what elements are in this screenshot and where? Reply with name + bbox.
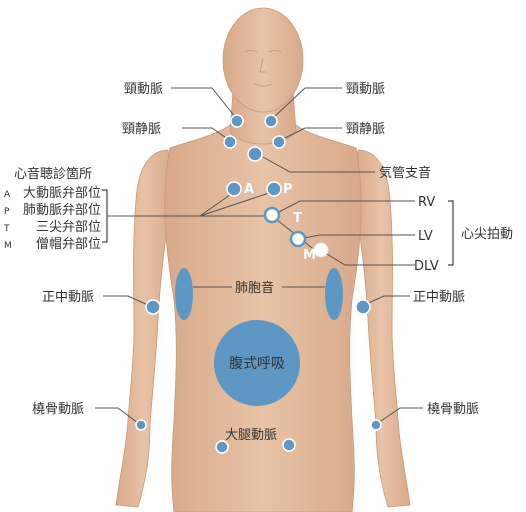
carotid-label-right: 頸動脈 <box>346 82 385 97</box>
jugular-marker-right[interactable] <box>273 136 285 148</box>
median-marker-left[interactable] <box>146 300 160 314</box>
code-a: A <box>4 190 11 200</box>
right-arm <box>354 150 410 507</box>
radial-marker-left[interactable] <box>136 420 146 430</box>
apex-beat-label: 心尖拍動 <box>461 227 513 242</box>
lv-marker[interactable] <box>291 232 305 246</box>
rv-label: RV <box>418 195 435 210</box>
marker-letter-m: M <box>303 248 316 263</box>
left-arm <box>116 150 172 507</box>
mitral-label: 僧帽弁部位 <box>36 236 101 252</box>
tracheal-marker[interactable] <box>248 147 262 161</box>
lung-marker-left[interactable] <box>175 268 193 320</box>
code-m: M <box>4 241 12 251</box>
femoral-artery-label: 大腿動脈 <box>225 428 277 443</box>
carotid-marker-right[interactable] <box>265 115 277 127</box>
tricuspid-label: 三尖弁部位 <box>36 220 101 235</box>
pulmonary-marker[interactable] <box>267 182 281 196</box>
heart-sound-title: 心音聴診箇所 <box>14 166 92 182</box>
jugular-marker-left[interactable] <box>224 136 236 148</box>
median-artery-label-right: 正中動脈 <box>413 290 465 305</box>
jugular-label-right: 頸静脈 <box>346 122 385 137</box>
lung-sound-label: 肺胞音 <box>235 280 274 296</box>
radial-marker-right[interactable] <box>371 420 381 430</box>
aortic-label: 大動脈弁部位 <box>23 186 101 201</box>
mitral-marker[interactable] <box>314 243 328 257</box>
lung-marker-right[interactable] <box>325 268 343 320</box>
jugular-label-left: 頸静脈 <box>122 122 161 137</box>
radial-artery-label-right: 橈骨動脈 <box>427 402 479 417</box>
marker-letter-p: P <box>283 182 293 197</box>
tracheal-label: 気管支音 <box>379 165 431 181</box>
femoral-marker-right[interactable] <box>283 439 295 451</box>
abdominal-breathing-label: 腹式呼吸 <box>229 355 285 372</box>
carotid-label-left: 頸動脈 <box>124 82 163 97</box>
dlv-label: DLV <box>414 259 439 274</box>
pulmonary-label: 肺動脈弁部位 <box>23 203 101 218</box>
aortic-marker[interactable] <box>227 182 241 196</box>
marker-letter-a: A <box>244 182 254 197</box>
marker-letter-t: T <box>293 211 302 226</box>
lv-label: LV <box>418 229 433 244</box>
carotid-marker-left[interactable] <box>231 115 243 127</box>
radial-artery-label-left: 橈骨動脈 <box>32 402 84 417</box>
code-t: T <box>3 224 10 234</box>
tricuspid-marker[interactable] <box>265 208 279 222</box>
median-marker-right[interactable] <box>356 300 370 314</box>
code-p: P <box>4 207 10 217</box>
median-artery-label-left: 正中動脈 <box>42 290 94 305</box>
